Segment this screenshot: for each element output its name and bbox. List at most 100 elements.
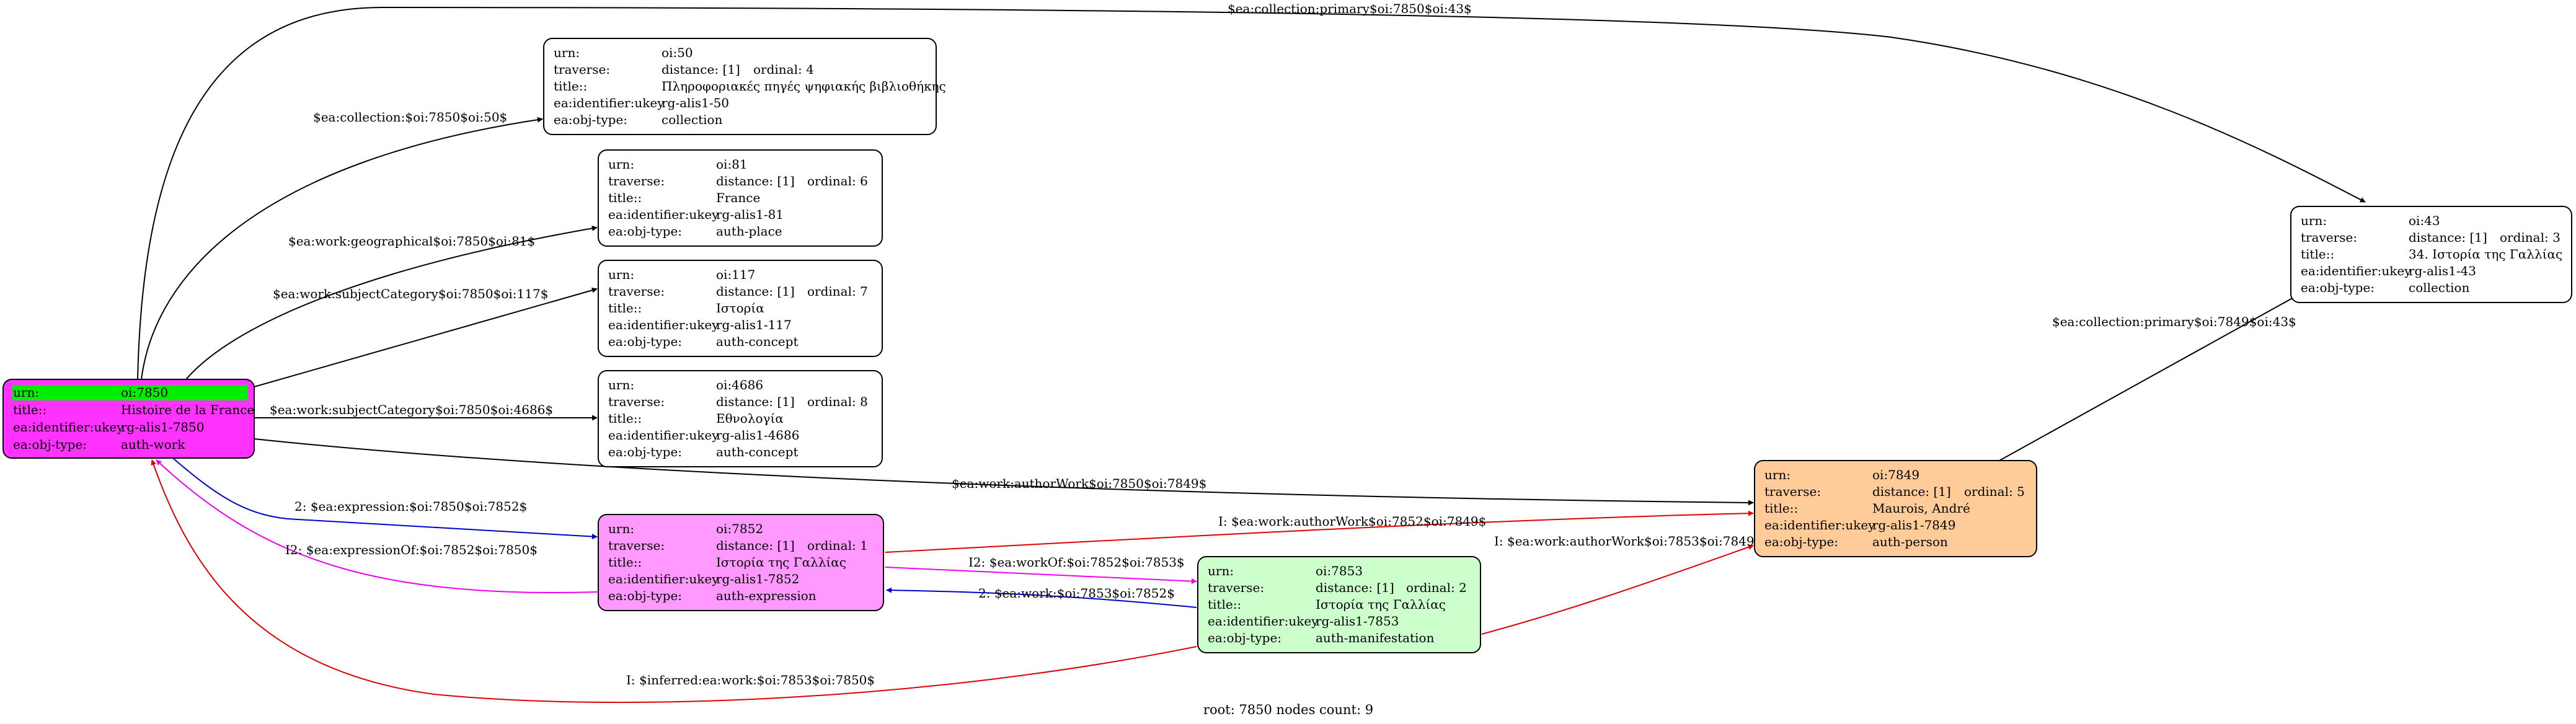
node-field-value: rg-alis1-7852 xyxy=(716,572,799,586)
node-field-value: distance: [1] xyxy=(716,394,795,409)
node-field-value: Πληροφοριακές πηγές ψηφιακής βιβλιοθήκης xyxy=(662,79,946,94)
node-field-extra: ordinal: 8 xyxy=(807,394,868,409)
node-field-key: ea:identifier:ukey xyxy=(608,207,719,222)
node-field-value: auth-concept xyxy=(716,444,798,459)
node-field-key: traverse: xyxy=(608,284,665,299)
edge-expressionOf: I2: $ea:expressionOf:$oi:7852$oi:7850$ xyxy=(156,459,598,593)
node-field-value: auth-work xyxy=(121,437,185,452)
edge-label: $ea:work:geographical$oi:7850$oi:81$ xyxy=(288,234,535,249)
node-field-extra: ordinal: 7 xyxy=(807,284,868,299)
node-field-value: rg-alis1-117 xyxy=(716,317,792,332)
node-field-key: ea:obj-type: xyxy=(608,444,682,459)
node-field-value: auth-concept xyxy=(716,334,798,349)
node-field-value: France xyxy=(716,190,760,205)
node-field-extra: ordinal: 3 xyxy=(2500,230,2561,245)
edge-subject-117: $ea:work:subjectCategory$oi:7850$oi:117$ xyxy=(254,286,598,387)
node-field-value: oi:4686 xyxy=(716,377,763,392)
node-field-key: ea:identifier:ukey xyxy=(608,428,719,443)
node-field-key: title:: xyxy=(608,301,642,316)
edge-label: $ea:work:subjectCategory$oi:7850$oi:117$ xyxy=(273,286,548,301)
node-field-key: ea:obj-type: xyxy=(1764,534,1838,549)
node-field-key: urn: xyxy=(608,267,634,282)
node-field-key: urn: xyxy=(554,45,580,60)
node-oi-50[interactable]: urn: oi:50 traverse: distance: [1] ordin… xyxy=(543,38,946,135)
node-oi-43[interactable]: urn: oi:43 traverse: distance: [1] ordin… xyxy=(2290,206,2572,303)
edge-work-7853: 2: $ea:work:$oi:7853$oi:7852$ xyxy=(886,586,1197,608)
node-field-value: Ιστορία της Γαλλίας xyxy=(716,555,846,570)
node-field-value: distance: [1] xyxy=(2409,230,2487,245)
node-field-value: oi:7849 xyxy=(1872,467,1919,482)
node-field-value: auth-manifestation xyxy=(1316,630,1435,645)
node-field-key: traverse: xyxy=(1764,484,1821,499)
edge-collection-50: $ea:collection:$oi:7850$oi:50$ xyxy=(141,110,543,380)
node-field-key: ea:obj-type: xyxy=(1208,630,1281,645)
node-field-key: ea:obj-type: xyxy=(2301,280,2375,295)
node-field-value: oi:117 xyxy=(716,267,755,282)
node-field-value: rg-alis1-7850 xyxy=(121,420,204,435)
edge-subject-4686: $ea:work:subjectCategory$oi:7850$oi:4686… xyxy=(254,402,598,421)
node-field-value: Maurois, André xyxy=(1872,501,1970,516)
node-field-key: ea:identifier:ukey xyxy=(1764,518,1875,532)
edge-geographical-81: $ea:work:geographical$oi:7850$oi:81$ xyxy=(185,225,598,380)
node-field-key: title:: xyxy=(1764,501,1798,516)
edge-i-authorWork-7852: I: $ea:work:authorWork$oi:7852$oi:7849$ xyxy=(885,510,1754,553)
edge-collection-primary-43: $ea:collection:primary$oi:7850$oi:43$ xyxy=(137,1,2366,380)
node-field-value: auth-expression xyxy=(716,588,817,603)
node-field-key: title:: xyxy=(2301,247,2334,262)
node-field-value: distance: [1] xyxy=(1872,484,1951,499)
node-field-value: rg-alis1-43 xyxy=(2409,263,2476,278)
node-oi-117[interactable]: urn: oi:117 traverse: distance: [1] ordi… xyxy=(598,260,883,357)
node-field-value: distance: [1] xyxy=(1316,580,1394,595)
node-field-key: title:: xyxy=(608,555,642,570)
node-oi-7852[interactable]: urn: oi:7852 traverse: distance: [1] ord… xyxy=(598,514,884,611)
node-field-extra: ordinal: 1 xyxy=(807,538,868,553)
node-oi-81[interactable]: urn: oi:81 traverse: distance: [1] ordin… xyxy=(598,149,883,247)
node-field-key: ea:identifier:ukey xyxy=(608,317,719,332)
node-field-value: rg-alis1-50 xyxy=(662,95,729,110)
node-field-value: collection xyxy=(662,112,723,127)
node-field-key: ea:obj-type: xyxy=(608,588,682,603)
nodes: urn: oi:7850 title:: Histoire de la Fran… xyxy=(2,38,2572,653)
node-field-value: Ιστορία της Γαλλίας xyxy=(1316,597,1446,612)
node-field-value: rg-alis1-81 xyxy=(716,207,784,222)
node-field-key: title:: xyxy=(13,402,46,417)
node-oi-7849[interactable]: urn: oi:7849 traverse: distance: [1] ord… xyxy=(1754,460,2037,557)
node-field-value: collection xyxy=(2409,280,2470,295)
edge-label: I2: $ea:expressionOf:$oi:7852$oi:7850$ xyxy=(285,542,538,557)
node-oi-7853[interactable]: urn: oi:7853 traverse: distance: [1] ord… xyxy=(1197,556,1481,653)
node-oi-7850[interactable]: urn: oi:7850 title:: Histoire de la Fran… xyxy=(2,379,255,459)
node-field-value: oi:7852 xyxy=(716,521,763,536)
node-field-key: traverse: xyxy=(608,394,665,409)
node-field-key: traverse: xyxy=(554,62,610,77)
node-field-value: distance: [1] xyxy=(716,284,795,299)
edge-label: I: $ea:work:authorWork$oi:7852$oi:7849$ xyxy=(1218,514,1486,529)
edge-label: $ea:work:authorWork$oi:7850$oi:7849$ xyxy=(952,476,1206,491)
edge-label: $ea:collection:primary$oi:7850$oi:43$ xyxy=(1228,1,1472,16)
edge-authorWork-7849: $ea:work:authorWork$oi:7850$oi:7849$ xyxy=(254,438,1754,506)
node-field-key: ea:obj-type: xyxy=(13,437,87,452)
node-field-key: ea:obj-type: xyxy=(608,224,682,239)
node-field-key: traverse: xyxy=(608,538,665,553)
edges: $ea:collection:$oi:7850$oi:50$ $ea:colle… xyxy=(137,1,2370,704)
node-field-value: rg-alis1-7853 xyxy=(1316,614,1399,629)
edge-expression: 2: $ea:expression:$oi:7850$oi:7852$ xyxy=(173,458,598,540)
node-field-extra: ordinal: 6 xyxy=(807,174,868,188)
node-field-value: Histoire de la France xyxy=(121,402,254,417)
node-field-key: urn: xyxy=(608,377,634,392)
edge-label: $ea:work:subjectCategory$oi:7850$oi:4686… xyxy=(270,402,553,417)
edge-label: I2: $ea:workOf:$oi:7852$oi:7853$ xyxy=(968,555,1185,570)
node-field-key: traverse: xyxy=(2301,230,2357,245)
node-field-value: oi:43 xyxy=(2409,213,2440,228)
edge-workOf: I2: $ea:workOf:$oi:7852$oi:7853$ xyxy=(885,555,1197,585)
node-field-value: distance: [1] xyxy=(662,62,740,77)
node-field-key: title:: xyxy=(608,411,642,426)
node-field-key: ea:identifier:ukey xyxy=(1208,614,1319,629)
node-field-key: title:: xyxy=(1208,597,1241,612)
node-field-value: distance: [1] xyxy=(716,174,795,188)
node-field-value: auth-person xyxy=(1872,534,1948,549)
edge-label: 2: $ea:expression:$oi:7850$oi:7852$ xyxy=(294,499,527,514)
node-oi-4686[interactable]: urn: oi:4686 traverse: distance: [1] ord… xyxy=(598,370,883,467)
node-field-key: traverse: xyxy=(608,174,665,188)
node-field-key: title:: xyxy=(608,190,642,205)
